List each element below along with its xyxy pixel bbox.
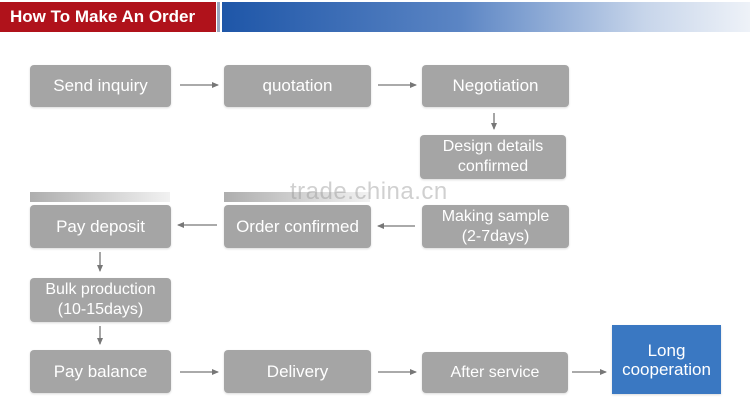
row-fade-strip	[30, 192, 170, 202]
step-after-service: After service	[422, 352, 568, 393]
header-separator	[217, 2, 220, 32]
step-label: Order confirmed	[236, 216, 359, 236]
step-making-sample: Making sample (2-7days)	[422, 205, 569, 248]
step-bulk-production: Bulk production (10-15days)	[30, 278, 171, 322]
header-gradient-band	[222, 2, 750, 32]
step-label: quotation	[262, 76, 333, 95]
step-label: Pay balance	[53, 361, 148, 381]
step-send-inquiry: Send inquiry	[30, 65, 171, 107]
step-label: Delivery	[266, 361, 329, 381]
watermark: trade.china.cn	[290, 178, 448, 205]
step-pay-deposit: Pay deposit	[30, 205, 171, 248]
step-label: Send inquiry	[53, 76, 148, 95]
header-bar: How To Make An Order	[0, 0, 750, 34]
step-label: Bulk production (10-15days)	[45, 281, 156, 318]
step-order-confirmed: Order confirmed	[224, 205, 371, 248]
step-label: After service	[450, 363, 540, 381]
step-label: Design details confirmed	[442, 138, 544, 175]
step-label: Negotiation	[452, 76, 539, 95]
step-long-cooperation: Long cooperation	[612, 325, 721, 394]
row-fade-strip	[224, 192, 370, 202]
step-label: Pay deposit	[56, 216, 145, 236]
step-negotiation: Negotiation	[422, 65, 569, 107]
step-quotation: quotation	[224, 65, 371, 107]
step-pay-balance: Pay balance	[30, 350, 171, 393]
step-delivery: Delivery	[224, 350, 371, 393]
step-label: Making sample (2-7days)	[441, 207, 550, 245]
page-title: How To Make An Order	[0, 2, 216, 32]
step-design-details-confirmed: Design details confirmed	[420, 135, 566, 179]
step-label: Long cooperation	[622, 340, 711, 379]
